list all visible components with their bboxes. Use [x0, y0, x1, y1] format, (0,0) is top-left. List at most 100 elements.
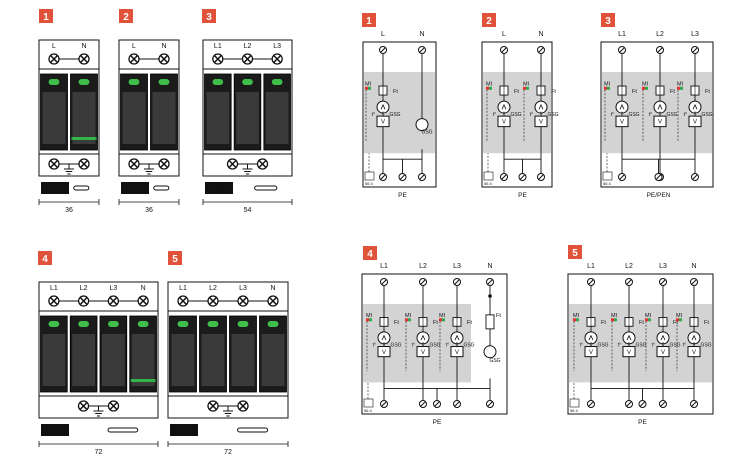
- screw-terminal-icon: [158, 158, 170, 170]
- badge-box: [363, 246, 377, 260]
- terminal-slot: [619, 174, 625, 180]
- terminal-slot: [588, 279, 594, 285]
- status-window: [177, 321, 189, 327]
- terminal-slot: [538, 47, 544, 53]
- mi-green: [408, 318, 411, 322]
- status-window: [242, 79, 253, 85]
- terminal-slot: [656, 174, 661, 180]
- module-face: [231, 334, 255, 386]
- module-face: [122, 92, 146, 144]
- terminal-cross: [179, 297, 187, 305]
- din-clip: [254, 185, 278, 191]
- module-face: [261, 334, 285, 386]
- din-clip: [107, 427, 139, 433]
- terminal-label: L3: [273, 43, 281, 50]
- spark-gap: [450, 331, 464, 345]
- screw-terminal-icon: [77, 295, 90, 307]
- thermal-label: t°: [683, 343, 686, 349]
- terminal-slot: [419, 47, 425, 53]
- terminal-slot: [380, 174, 386, 180]
- terminal-cross: [139, 297, 147, 305]
- status-window: [108, 321, 119, 327]
- screw-terminal-icon: [207, 295, 219, 307]
- badge-number: 1: [366, 16, 372, 27]
- gsg-label: GSG: [597, 343, 608, 349]
- ground-lines: [223, 406, 233, 417]
- mi-label: MI: [642, 81, 649, 87]
- status-window: [48, 79, 60, 85]
- terminal-cross: [269, 297, 277, 305]
- gsg-label: GSG: [389, 112, 400, 118]
- terminal-cross: [130, 55, 138, 63]
- terminal-label: N: [487, 263, 492, 270]
- status-window: [212, 79, 224, 85]
- terminal-slot: [419, 174, 425, 180]
- module-face: [171, 334, 195, 386]
- terminal-label: N: [141, 285, 146, 292]
- mi-red: [439, 318, 442, 322]
- gap-mark: [692, 103, 698, 110]
- ft-label: Ft: [551, 89, 556, 95]
- status-window: [237, 321, 249, 327]
- figure-badge: 2: [482, 13, 496, 27]
- mi-green: [442, 318, 445, 322]
- thermal-label: t°: [493, 112, 496, 118]
- screw-terminal-icon: [518, 173, 527, 181]
- terminal-cross: [209, 402, 217, 410]
- thermal-label: t°: [611, 112, 614, 118]
- mi-red: [677, 86, 680, 90]
- thermal-label: t°: [580, 343, 583, 349]
- terminal-cross: [273, 55, 281, 63]
- screw-terminal-icon: [659, 278, 667, 286]
- mi-red: [645, 318, 648, 322]
- terminal-cross: [109, 297, 118, 305]
- din-clip: [73, 185, 90, 191]
- gsg-label: GSG: [421, 130, 432, 136]
- badge-box: [38, 251, 52, 265]
- ground-icon: [93, 406, 104, 417]
- gsg-label: GSG: [701, 112, 712, 118]
- mi-label: MI: [645, 313, 652, 319]
- terminal-slot: [420, 279, 426, 285]
- terminal-label: L: [52, 43, 56, 50]
- spark-gap: [376, 100, 390, 114]
- ground-label: PE: [638, 419, 647, 426]
- gsg-label: GSG: [666, 112, 677, 118]
- screw-terminal-icon: [500, 46, 508, 54]
- mi-red: [642, 86, 645, 90]
- status-window: [137, 321, 149, 327]
- thermal-label: t°: [412, 343, 415, 349]
- status-window: [207, 321, 219, 327]
- thermal-label: t°: [530, 112, 533, 118]
- varistor-label: V: [692, 350, 696, 356]
- gsg-label: GSG: [489, 358, 500, 364]
- varistor-label: V: [381, 120, 385, 126]
- width-dimension: 36: [145, 207, 153, 214]
- figure-badge: 1: [362, 13, 376, 27]
- screw-terminal-icon: [77, 400, 90, 412]
- contact-label: 56 4: [364, 408, 373, 413]
- thermal-label: t°: [618, 343, 621, 349]
- ft-label: Ft: [433, 320, 438, 326]
- gap-mark: [454, 334, 460, 341]
- mi-red: [523, 86, 526, 90]
- terminal-label: L3: [239, 285, 247, 292]
- ft-label: Ft: [632, 89, 637, 95]
- screw-terminal-icon: [237, 295, 249, 307]
- terminal-slot: [692, 174, 698, 180]
- badge-number: 1: [43, 12, 49, 23]
- terminal-slot: [660, 279, 666, 285]
- screw-terminal-icon: [137, 295, 149, 307]
- screw-terminal-icon: [241, 53, 254, 65]
- terminal-label: L2: [209, 285, 217, 292]
- remote-contact: [569, 398, 580, 408]
- screw-terminal-icon: [638, 400, 647, 408]
- remote-contact: [602, 171, 613, 181]
- remote-contact-block: [170, 424, 198, 436]
- terminal-label: L2: [419, 263, 427, 270]
- terminal-slot: [380, 47, 386, 53]
